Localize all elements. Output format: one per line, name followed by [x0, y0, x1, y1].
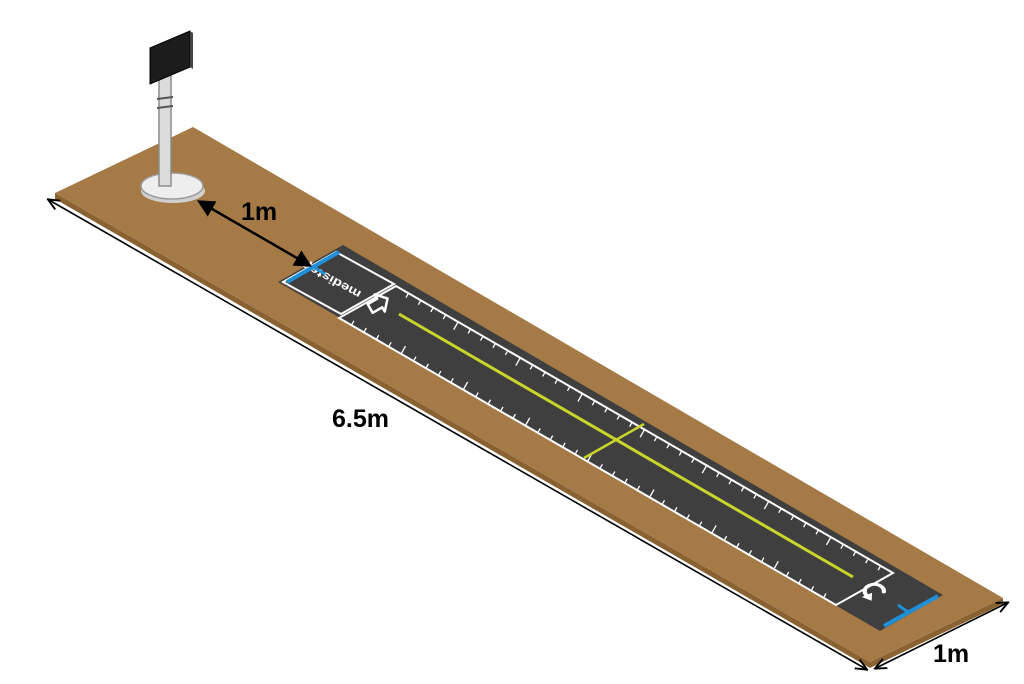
sensor-stand — [140, 30, 205, 203]
board-length-arrow — [49, 200, 866, 669]
sensor-sign-edge — [190, 31, 193, 69]
stand-pole — [158, 71, 172, 187]
scale-tick — [877, 565, 882, 571]
board-width-label: 1m — [933, 640, 969, 668]
board-length-label: 6.5m — [332, 405, 389, 433]
board-width-arrow — [876, 603, 1007, 668]
pole-clamp-upper — [156, 96, 174, 100]
walkway-mat: medistep — [278, 245, 943, 631]
pole-clamp-lower — [156, 105, 174, 109]
dimension-board-width: 1m — [876, 603, 1007, 668]
dimension-board-length: 6.5m — [49, 200, 866, 669]
stand-base — [140, 172, 204, 200]
sensor-distance-label: 1m — [241, 198, 277, 226]
mat-guide-line — [398, 312, 854, 579]
